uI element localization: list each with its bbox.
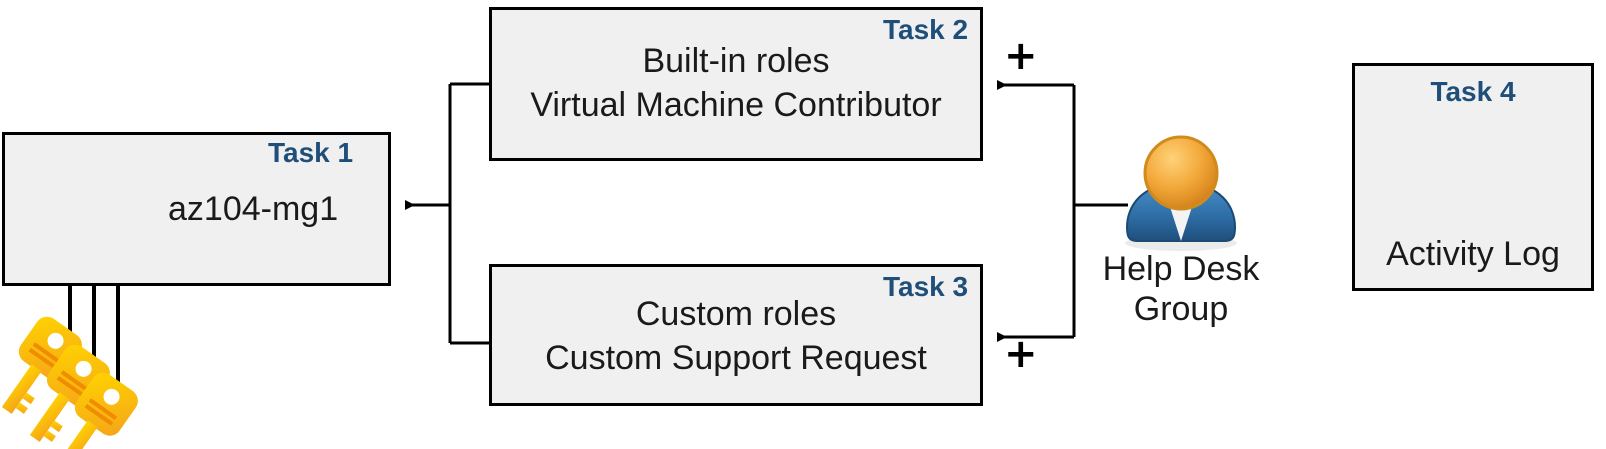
helpdesk-label-line1: Help Desk xyxy=(1102,250,1260,288)
task1-box[interactable] xyxy=(2,132,391,286)
task3-tag: Task 3 xyxy=(883,271,969,302)
plus-operator-top: + xyxy=(1004,33,1038,79)
plus-operator-bottom: + xyxy=(1004,331,1038,377)
task1-tag: Task 1 xyxy=(268,137,354,168)
task4-label: Activity Log xyxy=(1386,235,1560,273)
task3-line2: Custom Support Request xyxy=(545,339,927,377)
user-group-icon xyxy=(1125,135,1237,251)
task2-box[interactable] xyxy=(489,7,983,161)
task3-line1: Custom roles xyxy=(635,295,837,333)
connector-roles-to-mg xyxy=(405,82,489,345)
task4-box[interactable] xyxy=(1352,63,1594,291)
task3-box[interactable] xyxy=(489,264,983,406)
helpdesk-label-line2: Group xyxy=(1133,290,1229,328)
task2-line2: Virtual Machine Contributor xyxy=(530,86,942,124)
key-icon xyxy=(1,316,138,449)
task2-line1: Built-in roles xyxy=(642,42,830,80)
task1-label: az104-mg1 xyxy=(168,190,339,228)
task4-tag: Task 4 xyxy=(1430,76,1516,107)
task2-tag: Task 2 xyxy=(883,14,969,45)
